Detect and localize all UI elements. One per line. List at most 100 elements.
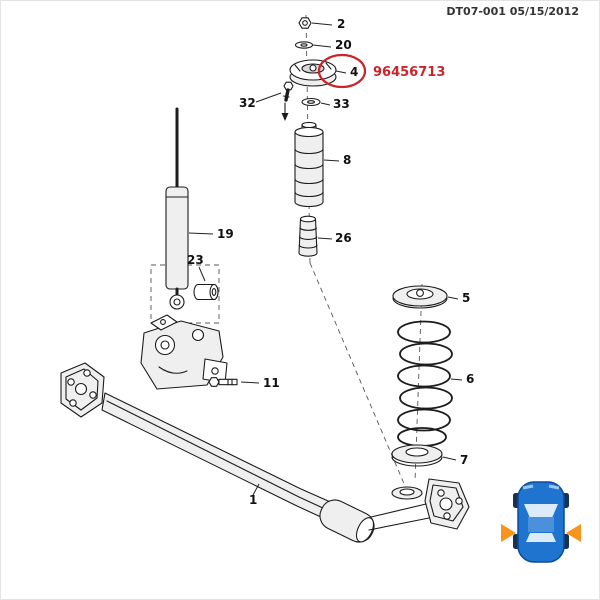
callout-label-20: 20	[335, 38, 352, 52]
leader-line	[312, 44, 332, 48]
bolt-hole	[89, 391, 97, 399]
boot-cap	[301, 121, 317, 129]
leader-line	[188, 232, 214, 235]
bracket-hole	[191, 328, 205, 342]
shock-absorber-drawing	[165, 107, 189, 310]
insertion-arrow-icon	[281, 102, 289, 121]
washer-hole	[307, 100, 315, 104]
boot-rib	[294, 178, 324, 185]
damper-eye-hole	[173, 298, 181, 306]
bump-stopper-drawing	[298, 215, 318, 257]
callout-label-32: 32	[239, 96, 256, 110]
leader-line	[198, 266, 206, 282]
nut-hole	[302, 20, 308, 26]
spring-perch-inner	[399, 488, 415, 496]
rear-axle-drawing	[60, 314, 470, 543]
upper-spring-seat-drawing	[392, 285, 448, 309]
leader-line	[442, 456, 457, 461]
callout-label-33: 33	[333, 97, 350, 111]
stopper-rib	[298, 244, 318, 249]
car-rear-window	[526, 533, 556, 542]
left-hub-plate-inner	[65, 368, 99, 411]
bolt-head	[283, 81, 294, 91]
strut-mount-drawing	[289, 59, 337, 87]
leader-line	[252, 483, 260, 496]
bolt-hole	[455, 497, 463, 505]
spring-coil	[397, 320, 451, 344]
boot-rib	[294, 148, 324, 155]
highlight-circle	[317, 53, 367, 89]
hub-center-hole	[439, 497, 453, 511]
bolt-drawing	[282, 81, 294, 102]
mount-hatch	[325, 62, 332, 70]
shock-mount-hole	[211, 367, 219, 375]
cross-tube-end	[355, 517, 375, 543]
spring-coil	[397, 408, 451, 432]
car-headlight	[522, 484, 534, 490]
lower-washer-drawing	[301, 97, 321, 107]
leader-line	[317, 237, 333, 240]
callout-label-23: 23	[187, 253, 204, 267]
leader-line	[335, 70, 347, 74]
car-roof	[528, 517, 554, 532]
shock-lower-bolt-drawing	[208, 377, 238, 387]
boot-rib	[294, 163, 324, 170]
callout-label-8: 8	[343, 153, 351, 167]
stopper-rib	[299, 227, 318, 231]
stopper-rib	[299, 236, 318, 240]
bolt-hole	[69, 399, 77, 407]
callout-label-5: 5	[462, 291, 470, 305]
stopper-top	[299, 215, 317, 223]
leader-line	[450, 378, 463, 381]
shock-bushing-drawing	[193, 283, 219, 301]
spindle-edge	[368, 517, 430, 531]
mount-hatch	[294, 64, 301, 72]
spring-coil	[397, 364, 451, 388]
damper-body	[165, 186, 189, 290]
bracket-contour	[158, 366, 188, 374]
seat-inner	[405, 447, 429, 457]
leader-line	[323, 159, 340, 162]
left-arrow-icon	[501, 524, 516, 542]
highlighted-part-number: 96456713	[373, 65, 445, 80]
bolt-hole	[67, 378, 75, 386]
callout-label-11: 11	[263, 376, 280, 390]
document-reference: DT07-001 05/15/2012	[446, 5, 579, 18]
callout-label-6: 6	[466, 372, 474, 386]
callout-label-4: 4	[350, 65, 358, 79]
boot-top	[294, 126, 324, 138]
lower-spring-seat-drawing	[391, 444, 443, 467]
bolt-hole	[437, 489, 445, 497]
upper-tab-hole	[160, 319, 166, 325]
boot-body	[294, 131, 324, 208]
coil-spring-drawing	[397, 320, 453, 447]
stopper-body	[298, 218, 318, 257]
hub-center-hole	[74, 382, 88, 396]
dust-boot-drawing	[294, 121, 324, 208]
bolt-hole	[83, 369, 91, 377]
spring-coil	[399, 342, 453, 366]
car-top-view-icon	[513, 481, 569, 563]
leader-line	[447, 296, 459, 300]
spindle-edge	[370, 503, 427, 518]
callout-label-26: 26	[335, 231, 352, 245]
washer-hole	[300, 43, 308, 47]
leader-line	[240, 381, 260, 384]
boot-rib	[294, 191, 324, 198]
seat-rim	[392, 297, 448, 309]
bolt-hole	[443, 512, 451, 520]
callout-label-2: 2	[337, 17, 345, 31]
seat-rim	[391, 456, 443, 467]
car-windshield	[524, 504, 558, 518]
bolt-shaft	[284, 88, 290, 102]
mount-nut-drawing	[298, 17, 312, 29]
car-headlight	[548, 484, 560, 490]
bushing-bore	[211, 288, 217, 296]
arrow-head	[281, 113, 289, 121]
right-arrow-icon	[566, 524, 581, 542]
bolt-thread	[282, 95, 290, 98]
callout-label-7: 7	[460, 453, 468, 467]
callout-label-1: 1	[249, 493, 257, 507]
callout-label-19: 19	[217, 227, 234, 241]
